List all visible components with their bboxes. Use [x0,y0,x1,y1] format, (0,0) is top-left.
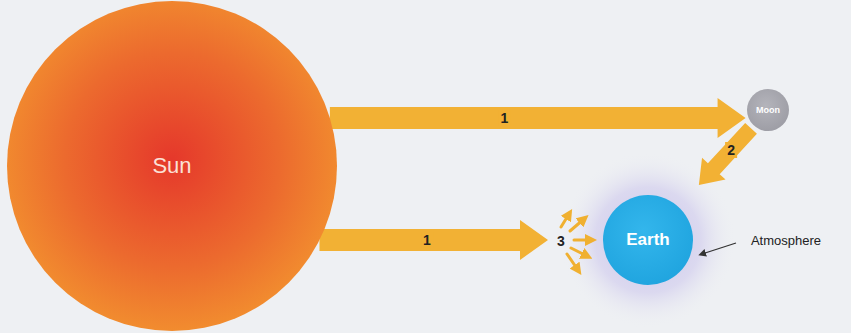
light-arrow [699,123,757,185]
callout-number: 1 [499,110,511,126]
callout-number: 2 [725,142,737,158]
part-label: Atmosphere [751,233,821,248]
moon-circle: Moon [747,89,789,131]
leader-line [702,243,736,254]
light-arrow [319,220,548,260]
node-label: Moon [756,105,780,115]
node-label: Sun [152,153,191,179]
node-label: Earth [626,230,669,250]
earth-circle: Earth [603,195,693,285]
callout-number: 1 [421,232,433,248]
light-arrow [330,98,746,138]
callout-number: 3 [557,233,565,249]
sun-circle: Sun [7,1,337,331]
scatter-arrows [561,214,591,270]
